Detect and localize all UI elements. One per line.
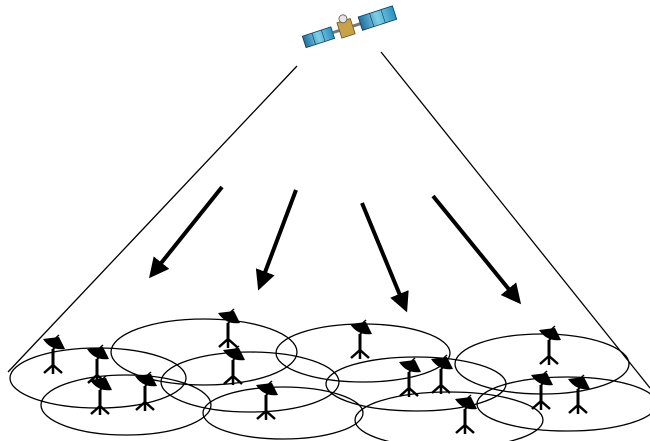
coverage-cell-4 [161, 352, 339, 412]
satellite-dish-icon [455, 395, 477, 434]
coverage-boundary-right [381, 52, 650, 388]
satellite-dish-icon [539, 326, 561, 365]
beam-arrow-3 [362, 203, 404, 305]
satellite-dish-icon [431, 355, 453, 394]
coverage-cell-7 [203, 387, 363, 439]
beam-arrow-1 [154, 187, 222, 272]
beam-arrow-2 [261, 190, 296, 283]
satellite-dish-icon [43, 335, 65, 374]
coverage-cell-9 [355, 392, 543, 441]
satellite-dish-icon [350, 320, 372, 359]
beam-arrow-4 [433, 196, 516, 298]
satellite-dish-icon [218, 309, 240, 348]
satellite-icon [300, 0, 397, 50]
satellite-dish-icon [399, 358, 421, 397]
satellite-dish-icon [568, 375, 590, 414]
coverage-cell-10 [477, 377, 650, 431]
satellite-dish-icon [90, 376, 112, 415]
coverage-cell-5 [41, 375, 211, 435]
coverage-boundary-left [8, 66, 297, 372]
